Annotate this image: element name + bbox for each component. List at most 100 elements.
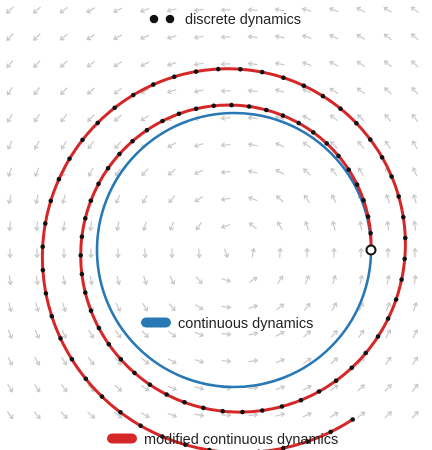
vector-field-arrow xyxy=(248,332,258,336)
vector-field-arrowhead xyxy=(330,220,337,226)
vector-field-arrowhead xyxy=(333,357,339,362)
discrete-point xyxy=(324,141,330,146)
vector-field-arrowhead xyxy=(8,334,14,340)
vector-field-arrowhead xyxy=(35,414,41,420)
vector-field-arrow xyxy=(332,275,336,285)
vector-field-arrow xyxy=(221,144,231,146)
vector-field-arrowhead xyxy=(89,360,95,366)
vector-field-arrowhead xyxy=(86,35,92,41)
vector-field-arrowhead xyxy=(414,410,419,416)
vector-field-arrow xyxy=(411,87,419,95)
vector-field-arrow xyxy=(356,61,366,67)
vector-field-arrow xyxy=(302,88,312,94)
vector-field-arrowhead xyxy=(88,226,94,232)
vector-field-arrow xyxy=(194,386,204,390)
vector-field-arrow xyxy=(60,33,68,41)
vector-field-arrowhead xyxy=(87,117,92,123)
vector-field-arrowhead xyxy=(198,305,204,311)
vector-field-arrowhead xyxy=(172,413,178,419)
vector-field-arrow xyxy=(7,356,13,366)
vector-field-arrow xyxy=(167,8,177,12)
vector-field-arrow xyxy=(331,194,337,204)
vector-field-arrowhead xyxy=(274,7,280,13)
vector-field-arrowhead xyxy=(305,274,311,280)
vector-field-arrowhead xyxy=(384,87,389,92)
vector-field-arrowhead xyxy=(383,60,389,66)
vector-field-arrowhead xyxy=(7,280,13,286)
vector-field-arrow xyxy=(114,141,122,149)
vector-field-arrowhead xyxy=(360,384,366,389)
vector-field-arrow xyxy=(332,221,336,231)
vector-field-arrow xyxy=(302,115,312,121)
vector-field-arrowhead xyxy=(141,171,146,177)
vector-field-arrowhead xyxy=(88,280,95,286)
discrete-point xyxy=(346,167,352,172)
discrete-point xyxy=(354,121,359,126)
vector-field-arrowhead xyxy=(7,226,13,232)
vector-field-arrowhead xyxy=(247,88,253,94)
vector-field-arrowhead xyxy=(304,247,310,253)
vector-field-arrowhead xyxy=(413,383,419,389)
vector-field-arrowhead xyxy=(34,307,41,313)
vector-field xyxy=(5,6,419,420)
vector-field-arrow xyxy=(385,140,391,150)
discrete-point xyxy=(363,350,369,356)
discrete-point xyxy=(260,408,265,413)
vector-field-arrow xyxy=(35,302,39,312)
discrete-point xyxy=(164,392,169,397)
continuous-dynamics-circle xyxy=(95,111,373,389)
vector-field-arrowhead xyxy=(168,226,174,232)
vector-field-arrowhead xyxy=(412,301,419,307)
vector-field-arrow xyxy=(142,194,148,204)
discrete-point xyxy=(193,69,199,74)
vector-field-arrowhead xyxy=(357,167,363,173)
discrete-point xyxy=(80,137,85,143)
vector-field-arrow xyxy=(277,221,283,231)
vector-field-arrowhead xyxy=(6,199,13,205)
vector-field-arrow xyxy=(115,194,121,204)
vector-field-arrowhead xyxy=(199,412,205,419)
vector-field-arrow xyxy=(140,412,150,418)
vector-field-arrow xyxy=(116,275,120,285)
vector-field-arrowhead xyxy=(61,253,67,259)
discrete-point xyxy=(160,118,165,124)
vector-field-arrow xyxy=(384,60,392,68)
vector-field-arrowhead xyxy=(116,333,122,339)
vector-field-arrow xyxy=(330,330,338,338)
vector-field-arrowhead xyxy=(115,253,121,259)
vector-field-arrow xyxy=(8,221,12,231)
vector-field-arrow xyxy=(194,8,204,12)
vector-field-arrow xyxy=(413,275,417,285)
discrete-point xyxy=(118,357,124,362)
vector-field-arrowhead xyxy=(384,140,390,146)
vector-field-arrow xyxy=(275,62,285,66)
vector-field-arrow xyxy=(384,356,392,366)
discrete-point xyxy=(147,382,153,388)
discrete-point xyxy=(393,297,399,302)
vector-field-arrowhead xyxy=(358,247,364,253)
vector-field-arrow xyxy=(329,88,339,94)
vector-field-arrow xyxy=(275,386,285,390)
vector-field-arrow xyxy=(113,411,123,419)
vector-field-arrow xyxy=(62,221,66,231)
vector-field-arrowhead xyxy=(115,280,122,286)
vector-field-arrowhead xyxy=(274,87,280,94)
vector-field-arrow xyxy=(87,114,95,122)
vector-field-arrow xyxy=(358,167,364,177)
vector-field-arrow xyxy=(194,169,204,175)
vector-field-arrow xyxy=(194,304,204,310)
vector-field-arrowhead xyxy=(413,356,419,362)
vector-field-arrow xyxy=(168,330,176,338)
vector-field-arrow xyxy=(33,6,41,14)
vector-field-arrowhead xyxy=(252,276,258,282)
vector-field-arrow xyxy=(248,359,258,363)
discrete-point xyxy=(298,397,304,403)
vector-field-arrow xyxy=(221,360,231,362)
vector-field-arrow xyxy=(194,359,204,363)
discrete-point xyxy=(172,74,177,80)
vector-field-arrow xyxy=(412,167,418,177)
vector-field-arrowhead xyxy=(226,331,232,337)
vector-field-arrow xyxy=(302,412,312,418)
vector-field-arrowhead xyxy=(220,88,226,94)
discrete-point xyxy=(402,256,408,262)
